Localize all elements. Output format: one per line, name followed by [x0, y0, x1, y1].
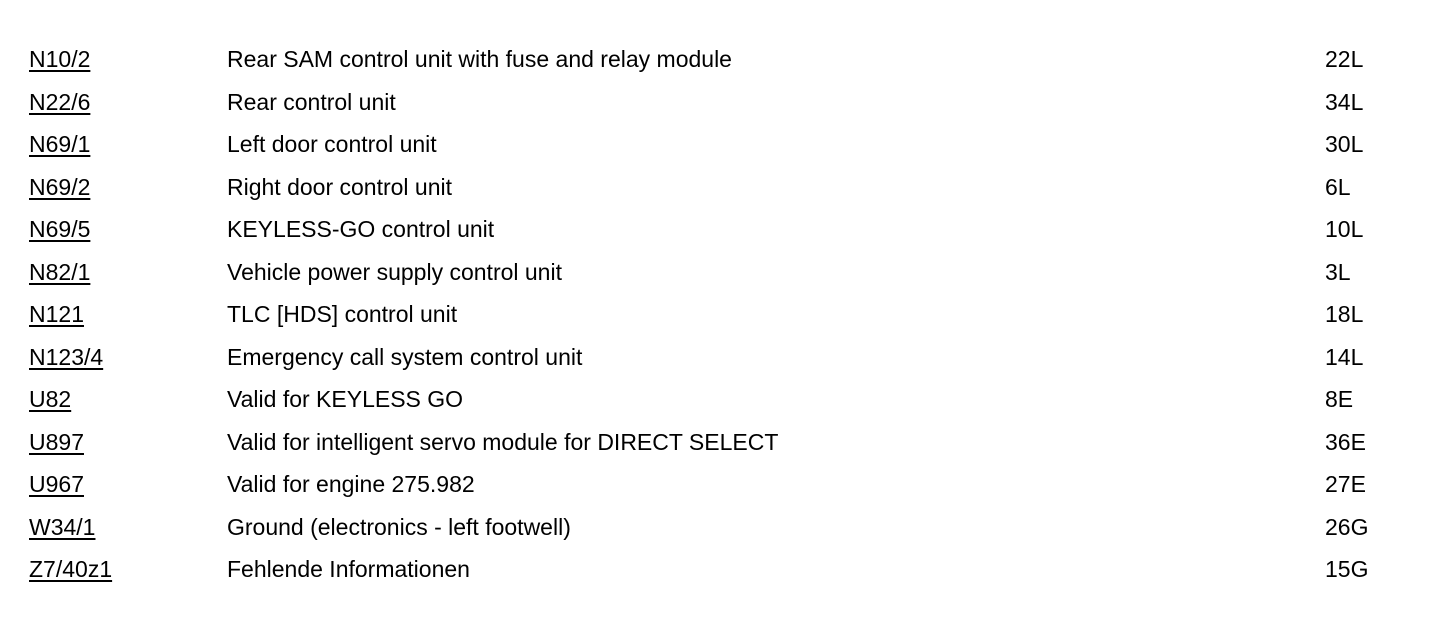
legend-row: N123/4 Emergency call system control uni… — [0, 336, 1440, 379]
grid-reference: 34L — [1325, 88, 1364, 115]
grid-reference: 6L — [1325, 173, 1351, 200]
component-description: Vehicle power supply control unit — [227, 258, 562, 285]
grid-reference: 18L — [1325, 301, 1364, 327]
grid-reference: 26G — [1325, 513, 1369, 540]
legend-row: Z7/40z1 Fehlende Informationen 15G — [0, 548, 1440, 591]
legend-row: N10/2 Rear SAM control unit with fuse an… — [0, 38, 1440, 81]
component-description: Right door control unit — [227, 173, 453, 200]
grid-reference: 14L — [1325, 343, 1364, 370]
legend-row: N69/5 KEYLESS-GO control unit 10L — [0, 208, 1440, 251]
legend-row: N82/1 Vehicle power supply control unit … — [0, 251, 1440, 294]
component-code-link[interactable]: N121 — [29, 301, 84, 327]
grid-reference: 10L — [1325, 216, 1364, 242]
component-code-link[interactable]: N22/6 — [29, 88, 91, 115]
component-description: Valid for KEYLESS GO — [227, 386, 464, 412]
legend-row: W34/1 Ground (electronics - left footwel… — [0, 506, 1440, 549]
grid-reference: 3L — [1325, 258, 1351, 285]
component-description: Valid for intelligent servo module for D… — [227, 428, 779, 455]
legend-row: N69/1 Left door control unit 30L — [0, 123, 1440, 166]
component-description: Left door control unit — [227, 131, 437, 157]
grid-reference: 8E — [1325, 386, 1354, 412]
component-code-link[interactable]: N69/5 — [29, 216, 91, 242]
legend-row: N121 TLC [HDS] control unit 18L — [0, 293, 1440, 336]
component-description: Rear SAM control unit with fuse and rela… — [227, 46, 732, 72]
grid-reference: 22L — [1325, 46, 1364, 72]
legend-row: N22/6 Rear control unit 34L — [0, 81, 1440, 124]
component-code-link[interactable]: U82 — [29, 386, 72, 412]
component-description: KEYLESS-GO control unit — [227, 216, 495, 242]
component-code-link[interactable]: W34/1 — [29, 513, 96, 540]
legend-row: U967 Valid for engine 275.982 27E — [0, 463, 1440, 506]
component-legend-table: N10/2 Rear SAM control unit with fuse an… — [0, 38, 1440, 591]
component-code-link[interactable]: U967 — [29, 471, 84, 497]
component-code-link[interactable]: N10/2 — [29, 46, 91, 72]
component-description: Rear control unit — [227, 88, 396, 115]
component-code-link[interactable]: U897 — [29, 428, 84, 455]
grid-reference: 36E — [1325, 428, 1366, 455]
legend-row: U82 Valid for KEYLESS GO 8E — [0, 378, 1440, 421]
grid-reference: 30L — [1325, 131, 1364, 157]
component-code-link[interactable]: N69/2 — [29, 173, 91, 200]
component-code-link[interactable]: Z7/40z1 — [29, 556, 113, 582]
component-description: Fehlende Informationen — [227, 556, 470, 582]
grid-reference: 27E — [1325, 471, 1366, 497]
legend-row: N69/2 Right door control unit 6L — [0, 166, 1440, 209]
component-code-link[interactable]: N69/1 — [29, 131, 91, 157]
legend-row: U897 Valid for intelligent servo module … — [0, 421, 1440, 464]
component-description: Ground (electronics - left footwell) — [227, 513, 571, 540]
component-code-link[interactable]: N82/1 — [29, 258, 91, 285]
component-code-link[interactable]: N123/4 — [29, 343, 104, 370]
component-description: Emergency call system control unit — [227, 343, 583, 370]
grid-reference: 15G — [1325, 556, 1369, 582]
component-description: TLC [HDS] control unit — [227, 301, 458, 327]
component-description: Valid for engine 275.982 — [227, 471, 475, 497]
